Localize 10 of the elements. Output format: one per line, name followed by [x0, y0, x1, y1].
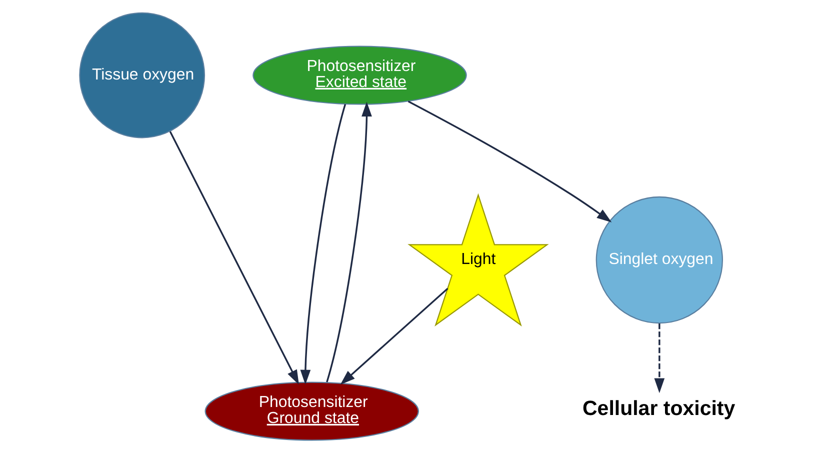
arrow [326, 102, 372, 382]
arrow [654, 323, 664, 394]
arrow [340, 288, 448, 385]
node-circle: Tissue oxygen [78, 12, 205, 138]
arrow [407, 100, 612, 222]
arrow [168, 131, 298, 385]
arrow [300, 104, 346, 385]
node-ellipse: Photosensitizer Ground state [204, 382, 418, 441]
node-ellipse: Photosensitizer Excited state [252, 46, 466, 105]
node-text: Cellular toxicity [582, 397, 735, 420]
